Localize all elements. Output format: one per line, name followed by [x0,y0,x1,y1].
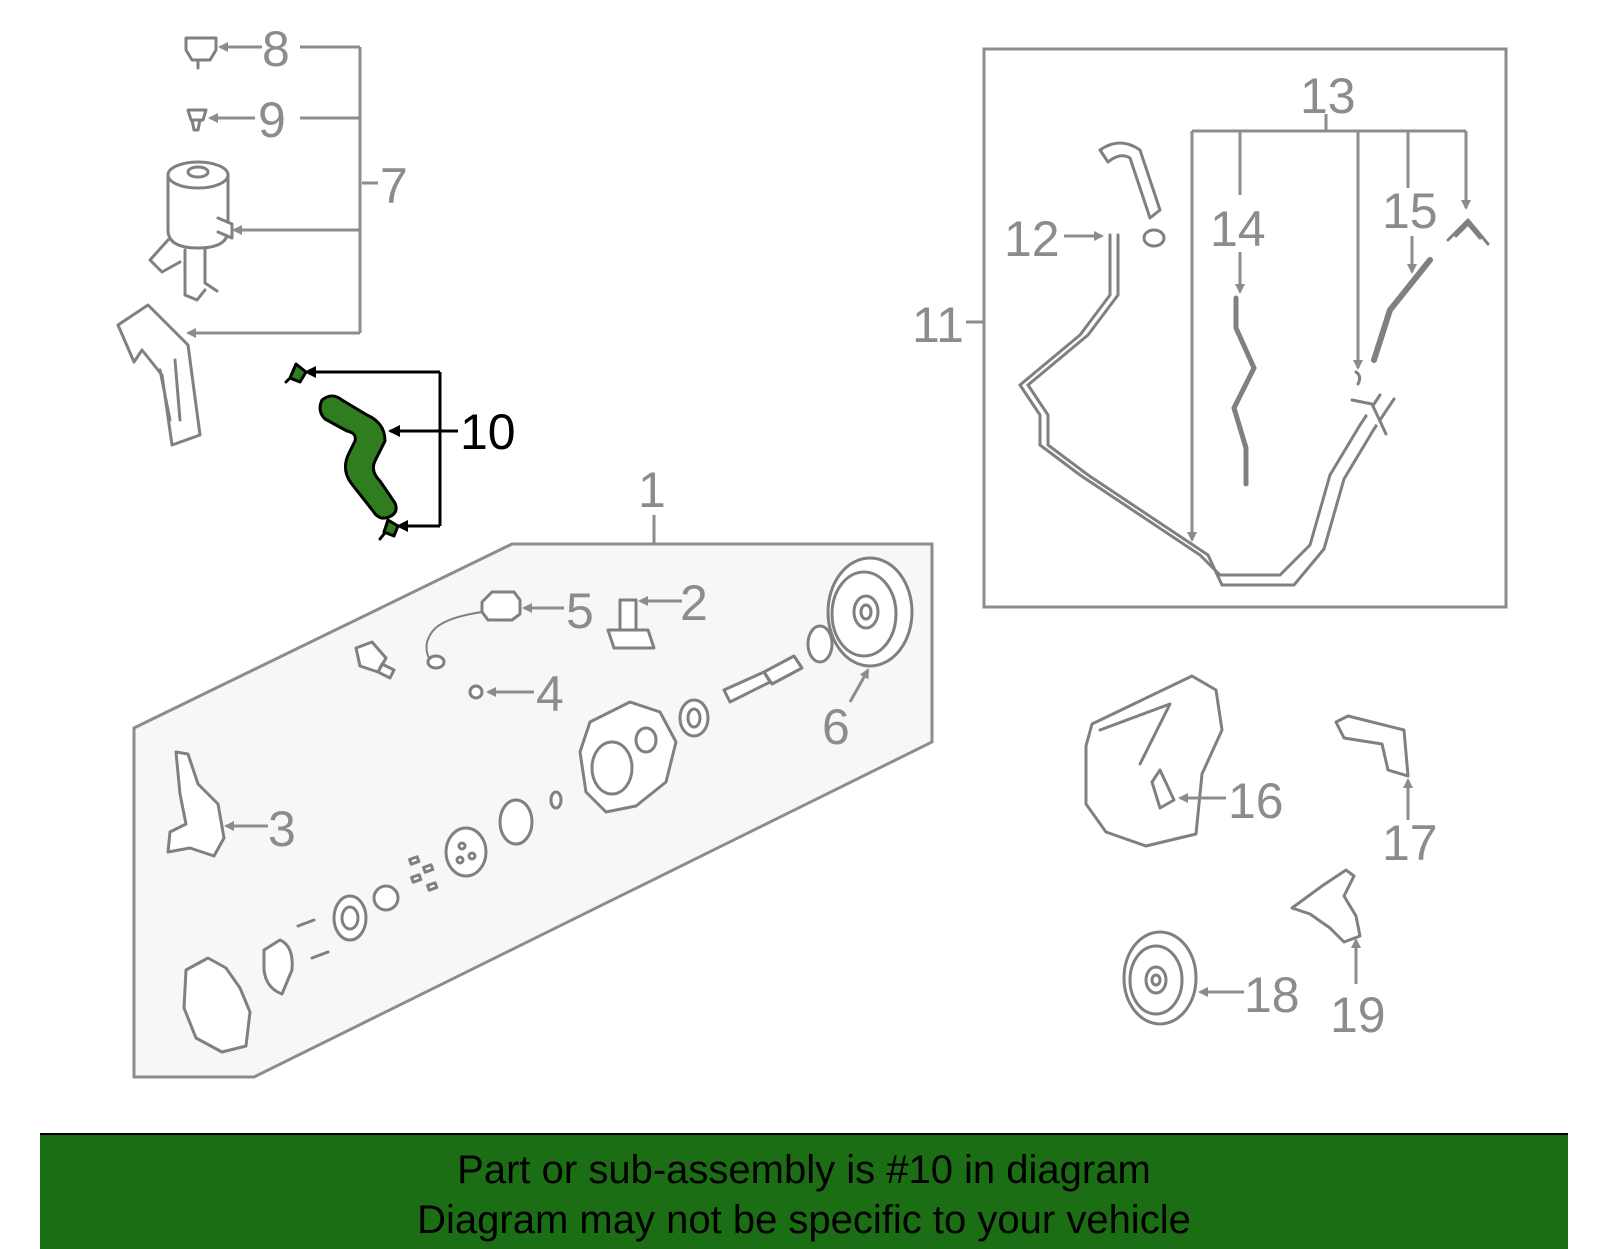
part-gasket[interactable] [262,938,294,996]
callout-4: 4 [536,666,564,722]
part-2-fitting[interactable] [606,598,656,650]
part-7-bracket[interactable] [116,303,202,447]
part-9-clip[interactable] [186,108,208,132]
callout-1: 1 [638,462,666,518]
callout-9: 9 [258,92,286,148]
part-10-hose-highlighted[interactable]: 10 [284,362,516,541]
hose-lines-group: 11 13 14 15 12 [912,47,1508,609]
callout-5: 5 [566,583,594,639]
part-4-oring[interactable] [468,684,484,700]
part-14-hose[interactable] [1231,295,1257,487]
pump-assembly-panel [132,542,934,1079]
callout-17: 17 [1382,815,1438,871]
callout-8: 8 [262,21,290,77]
callout-10: 10 [460,404,516,460]
callout-18: 18 [1244,967,1300,1023]
notice-banner: Part or sub-assembly is #10 in diagram D… [40,1133,1568,1249]
part-16-bracket[interactable] [1084,674,1224,848]
part-pump-body[interactable] [578,700,678,814]
callout-2: 2 [680,575,708,631]
part-19-bracket[interactable] [1290,868,1362,944]
part-rotor[interactable] [372,884,400,912]
callout-19: 19 [1330,987,1386,1043]
callout-13: 13 [1300,68,1356,124]
loose-parts-group: 16 17 18 19 [1084,674,1438,1043]
part-gasket-oring[interactable] [498,798,534,846]
part-13-clamp[interactable] [1446,218,1490,246]
part-shaft[interactable] [722,654,804,704]
part-18-idler-pulley[interactable] [1122,930,1198,1026]
pump-assembly-group: 1 2 5 4 6 [132,462,934,1079]
part-11-line-assembly[interactable] [1018,141,1396,587]
part-5-sensor[interactable] [480,590,522,622]
hose-lines-panel [982,47,1508,609]
callout-7: 7 [380,158,408,214]
callout-3: 3 [268,801,296,857]
part-cam-ring[interactable] [444,826,488,878]
callout-14: 14 [1210,201,1266,257]
part-6-pulley[interactable] [826,556,914,668]
callout-16: 16 [1228,773,1284,829]
reservoir-group: 8 9 7 [116,21,408,447]
callout-11: 11 [912,297,964,353]
part-rear-housing[interactable] [182,956,252,1054]
part-7-reservoir[interactable] [148,160,234,302]
part-8-cap[interactable] [184,36,218,70]
banner-line-1: Part or sub-assembly is #10 in diagram [457,1148,1151,1192]
part-3-bracket[interactable] [166,750,226,858]
part-switch[interactable] [354,640,396,680]
part-vanes[interactable] [408,855,439,892]
part-15-hose[interactable] [1371,257,1433,363]
part-17-bracket[interactable] [1334,714,1410,778]
callout-15: 15 [1382,183,1438,239]
banner-line-2: Diagram may not be specific to your vehi… [417,1198,1191,1242]
callout-12: 12 [1004,211,1060,267]
callout-6: 6 [822,699,850,755]
